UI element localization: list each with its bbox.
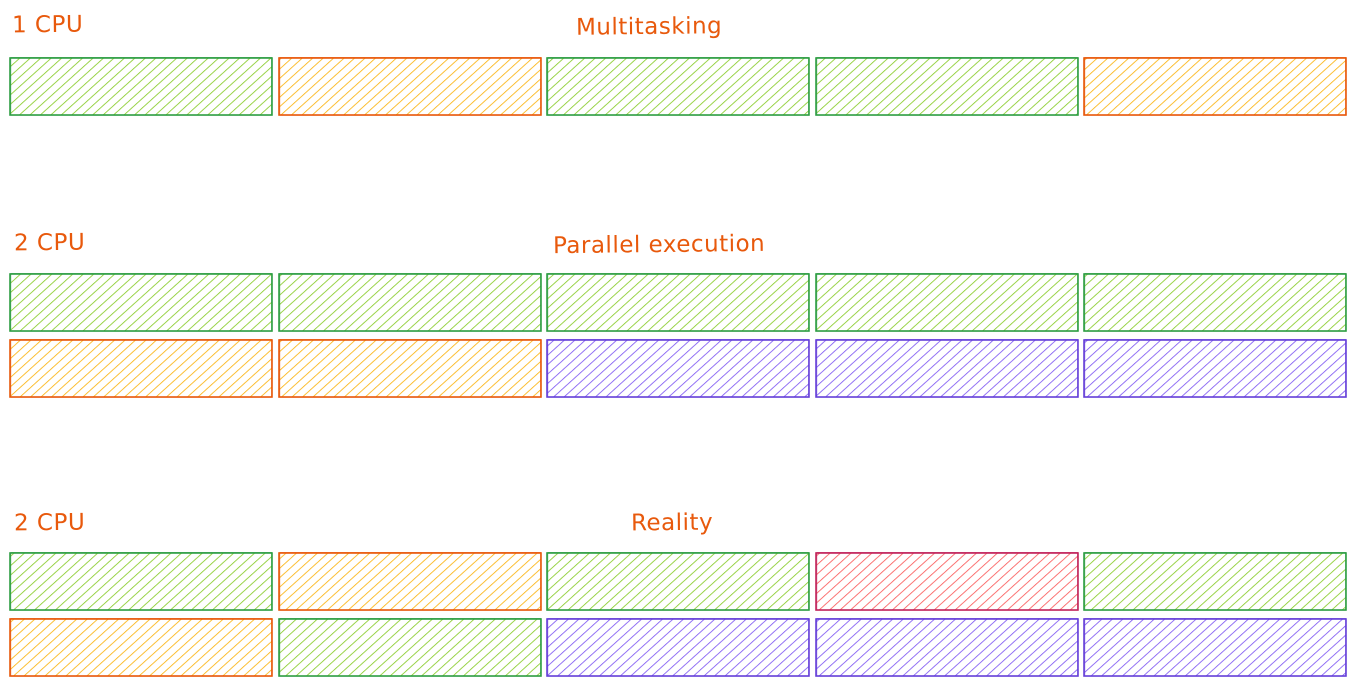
task-block-green <box>546 57 810 116</box>
task-block-purple <box>546 618 810 677</box>
task-block-outline <box>816 57 1078 116</box>
task-block-outline <box>279 338 541 398</box>
task-block-purple <box>1083 618 1347 677</box>
task-block-orange <box>278 339 542 398</box>
task-block-outline <box>279 552 541 611</box>
task-block-outline <box>10 338 272 398</box>
task-block-purple <box>815 339 1079 398</box>
task-block-green <box>278 618 542 677</box>
task-block-green <box>546 552 810 611</box>
task-block-outline <box>816 338 1078 398</box>
task-block-green <box>546 273 810 332</box>
task-block-outline <box>10 272 272 332</box>
task-block-outline <box>816 552 1078 611</box>
task-block-outline <box>1084 338 1347 398</box>
task-block-green <box>9 273 273 332</box>
task-block-outline <box>1084 272 1347 332</box>
task-block-green <box>815 57 1079 116</box>
task-block-outline <box>279 618 541 677</box>
task-block-outline <box>1084 552 1347 611</box>
task-block-outline <box>547 57 809 116</box>
task-block-orange <box>278 552 542 611</box>
task-block-green <box>815 273 1079 332</box>
task-block-orange <box>9 618 273 677</box>
task-block-outline <box>547 552 809 611</box>
task-block-outline <box>10 552 272 611</box>
task-blocks <box>9 57 1347 677</box>
task-block-purple <box>1083 339 1347 398</box>
task-block-orange <box>278 57 542 116</box>
task-block-outline <box>1084 618 1347 677</box>
task-block-red <box>815 552 1079 611</box>
task-block-green <box>278 273 542 332</box>
task-block-outline <box>547 272 809 332</box>
task-block-outline <box>816 272 1078 332</box>
task-block-outline <box>547 338 809 398</box>
task-block-green <box>1083 552 1347 611</box>
task-block-outline <box>10 618 272 677</box>
task-block-purple <box>546 339 810 398</box>
task-block-outline <box>816 618 1078 677</box>
task-block-outline <box>10 57 272 116</box>
task-block-outline <box>1084 57 1347 116</box>
task-block-purple <box>815 618 1079 677</box>
task-block-green <box>9 552 273 611</box>
task-block-green <box>1083 273 1347 332</box>
task-block-orange <box>1083 57 1347 116</box>
task-block-outline <box>279 57 541 116</box>
task-block-outline <box>547 618 809 677</box>
task-block-green <box>9 57 273 116</box>
task-block-outline <box>279 272 541 332</box>
task-block-orange <box>9 339 273 398</box>
